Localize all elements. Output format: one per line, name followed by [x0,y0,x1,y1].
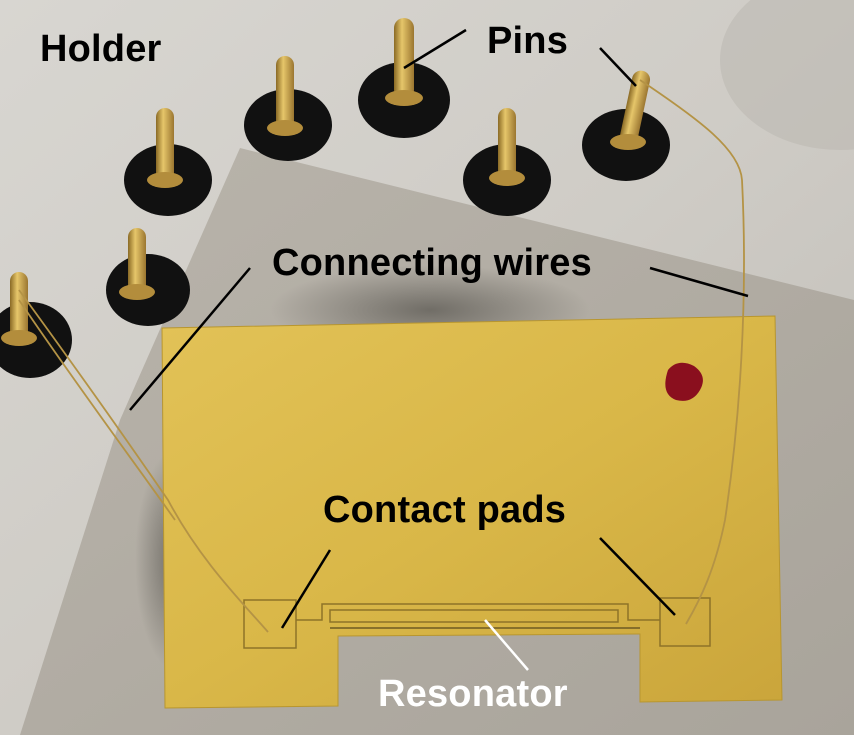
pin [147,108,183,188]
wire-right [639,79,745,625]
resonator-label: Resonator [378,673,568,715]
pin [610,70,651,150]
leader-lines [129,28,749,629]
leader-wires-left [129,267,251,411]
pins-label: Pins [487,20,569,62]
contact-pads-label: Contact pads [323,489,567,531]
connecting-wires [18,79,745,633]
wire-left-2 [18,299,176,521]
resonator-structure [296,603,660,629]
pin [267,56,303,136]
leader-pads-right [599,537,676,616]
gold-chip [161,315,783,709]
leader-pins-right [599,47,637,87]
connecting-wires-label: Connecting wires [272,242,592,284]
holder-edge-shade [720,0,854,150]
red-spot [665,362,703,401]
leader-pins-left [403,28,467,70]
contact-pad-right [659,597,711,647]
pins [1,18,651,346]
leader-pads-left [280,549,332,629]
leader-resonator [484,619,529,671]
pin [489,108,525,186]
leader-wires-right [649,266,749,298]
holder-label: Holder [40,28,162,70]
contact-pad-left [243,599,297,649]
pin [119,228,155,300]
pin [1,272,37,346]
pin [385,18,423,106]
wire-left [18,289,269,633]
